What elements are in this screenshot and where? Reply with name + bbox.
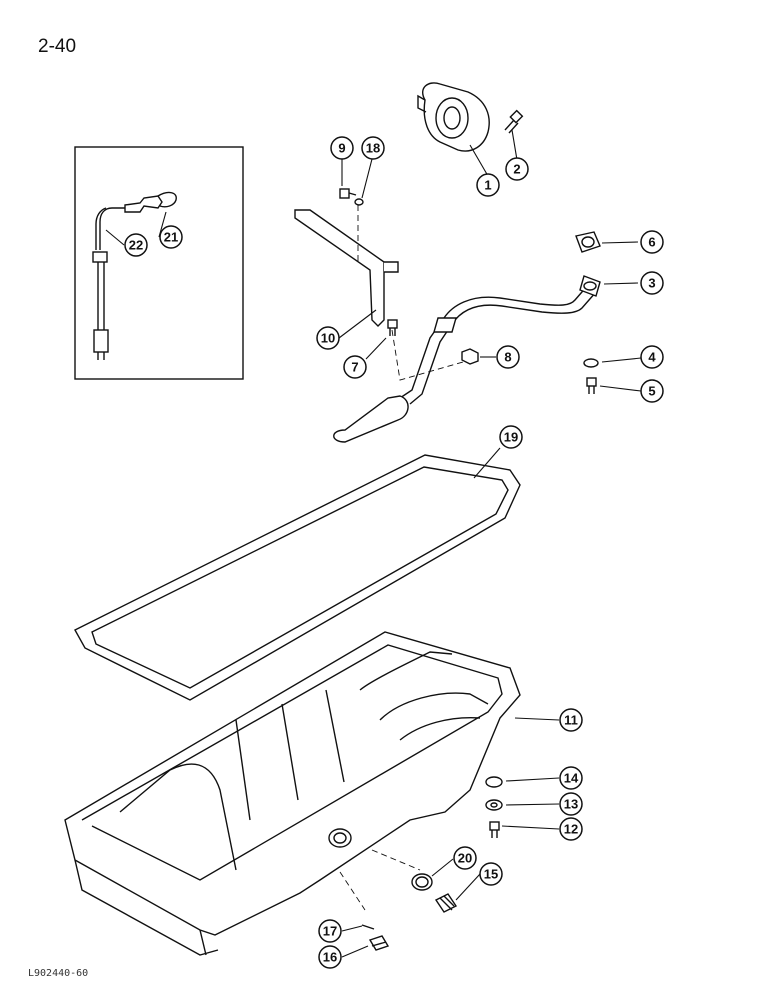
oil-pan-drawing [64, 631, 521, 956]
callout-1: 1 [476, 173, 500, 197]
bolt-2-drawing [504, 109, 524, 134]
callout-22: 22 [124, 233, 148, 257]
callout-6: 6 [640, 230, 664, 254]
callout-21-label: 21 [164, 230, 178, 245]
figure-code: L902440-60 [28, 968, 89, 979]
callout-10: 10 [316, 326, 340, 350]
callout-11-label: 11 [564, 713, 578, 728]
callout-12: 12 [559, 817, 583, 841]
callout-15-label: 15 [484, 867, 498, 882]
callout-12-label: 12 [564, 822, 578, 837]
support-bracket-drawing [294, 205, 471, 381]
callout-5: 5 [640, 379, 664, 403]
callout-5-label: 5 [648, 384, 655, 399]
heater-inset-box [74, 146, 244, 380]
callout-20: 20 [453, 846, 477, 870]
callout-17-label: 17 [323, 924, 337, 939]
nut-8-drawing [461, 348, 479, 365]
callout-3: 3 [640, 271, 664, 295]
callout-22-label: 22 [129, 238, 143, 253]
callout-4: 4 [640, 345, 664, 369]
callout-20-label: 20 [458, 851, 472, 866]
callout-13: 13 [559, 792, 583, 816]
callout-7: 7 [343, 355, 367, 379]
washer-14-drawing [485, 776, 503, 788]
callout-17: 17 [318, 919, 342, 943]
callout-19-label: 19 [504, 430, 518, 445]
callout-2: 2 [505, 157, 529, 181]
callout-18: 18 [361, 136, 385, 160]
callout-9: 9 [330, 136, 354, 160]
sealing-ring-drawing [411, 873, 433, 891]
callout-3-label: 3 [648, 276, 655, 291]
washer-13-drawing [485, 799, 503, 811]
callout-14: 14 [559, 766, 583, 790]
callout-8: 8 [496, 345, 520, 369]
callout-7-label: 7 [351, 360, 358, 375]
drain-plug-drawing [434, 893, 458, 913]
page-number: 2-40 [38, 36, 77, 57]
callout-10-label: 10 [321, 331, 335, 346]
callout-13-label: 13 [564, 797, 578, 812]
pump-gasket-drawing [575, 231, 601, 253]
callout-2-label: 2 [513, 162, 520, 177]
callout-16-label: 16 [323, 950, 337, 965]
callout-14-label: 14 [564, 771, 579, 786]
suction-tube-drawing [333, 275, 601, 443]
bolt-5-drawing [586, 377, 597, 394]
callout-19: 19 [499, 425, 523, 449]
plug-16-drawing [368, 935, 390, 951]
callout-18-label: 18 [366, 141, 380, 156]
callout-11: 11 [559, 708, 583, 732]
callout-16: 16 [318, 945, 342, 969]
callout-8-label: 8 [504, 350, 511, 365]
bolt-9-drawing [339, 188, 364, 206]
callout-15: 15 [479, 862, 503, 886]
callout-21: 21 [159, 225, 183, 249]
callout-4-label: 4 [648, 350, 656, 365]
callout-9-label: 9 [338, 141, 345, 156]
bolt-7-drawing [387, 319, 398, 336]
bolt-12-drawing [489, 821, 500, 838]
pin-17-drawing [361, 924, 375, 930]
oil-pump-drawing [417, 82, 490, 152]
washer-4-drawing [583, 358, 599, 368]
callout-6-label: 6 [648, 235, 655, 250]
oil-pan-gasket-drawing [74, 454, 521, 701]
heater-element-drawing [92, 191, 177, 360]
callout-1-label: 1 [484, 178, 491, 193]
